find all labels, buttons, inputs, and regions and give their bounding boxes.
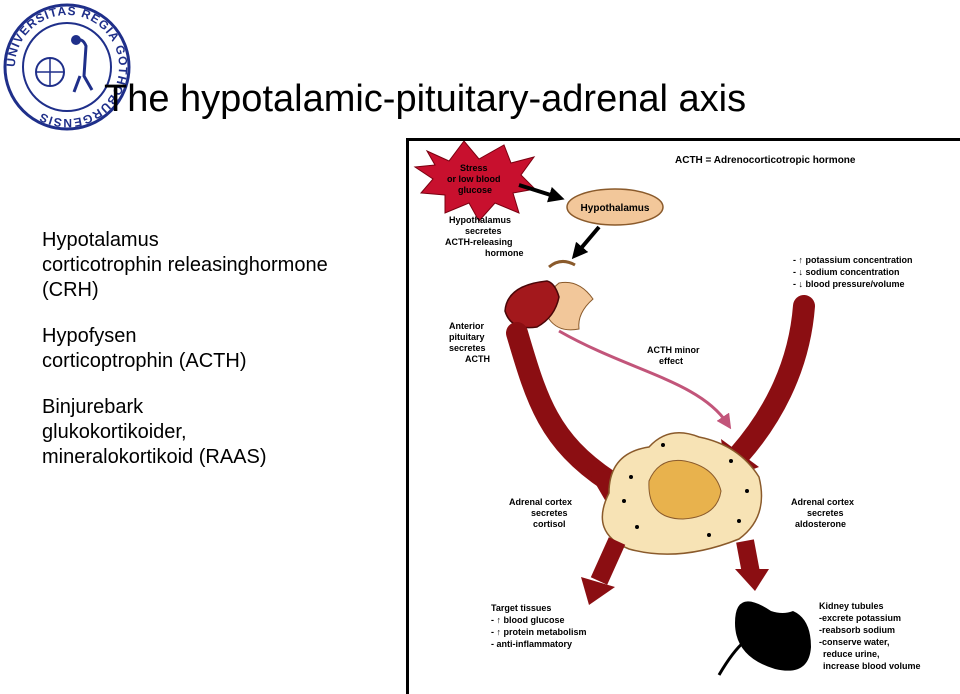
acth-blood-arrow	[506, 322, 620, 492]
trigger-3: - ↓ blood pressure/volume	[793, 279, 905, 289]
ant-pit-3: secretes	[449, 343, 486, 353]
hypo-secretes-3: ACTH-releasing	[445, 237, 513, 247]
svg-text:Anterior pituitary sec: Anterior pituitary secretes ACTH	[449, 321, 490, 364]
ant-pit-4: ACTH	[465, 354, 490, 364]
svg-text:Kidney tubules -excrete po: Kidney tubules -excrete potassium -reabs…	[819, 601, 921, 671]
bullet-heading: Hypotalamus	[42, 229, 159, 251]
svg-text:Hypothalamus secretes: Hypothalamus secretes ACTH-releasing hor…	[445, 215, 524, 258]
stress-label-3: glucose	[458, 185, 492, 195]
bullet-heading: Hypofysen	[42, 325, 137, 347]
acth-minor-2: effect	[659, 356, 683, 366]
adrenal-dots	[622, 443, 749, 537]
bullet-group-pituitary: Hypofysen corticoptrophin (ACTH)	[42, 324, 328, 374]
bullet-heading: Binjurebark	[42, 396, 144, 418]
cortex-cortisol-1: Adrenal cortex	[509, 497, 572, 507]
ant-pit-2: pituitary	[449, 332, 485, 342]
bullet-group-adrenal-cortex: Binjurebark glukokortikoider, mineraloko…	[42, 395, 328, 470]
target-3: - ↑ protein metabolism	[491, 627, 587, 637]
cortex-cortisol-3: cortisol	[533, 519, 566, 529]
hypo-secretes-1: Hypothalamus	[449, 215, 511, 225]
hpa-diagram: Stress or low blood glucose ACTH = Adren…	[413, 141, 921, 676]
svg-text:Target tissues - ↑ blood g: Target tissues - ↑ blood glucose - ↑ pro…	[491, 603, 589, 649]
kidney-3: -reabsorb sodium	[819, 625, 895, 635]
bullet-line: corticotrophin releasinghormone	[42, 254, 328, 276]
hypo-secretes-4: hormone	[485, 248, 524, 258]
kidney-4: -conserve water,	[819, 637, 890, 647]
bullet-line: (CRH)	[42, 279, 99, 301]
stress-arrow	[518, 183, 565, 203]
university-seal: UNIVERSITAS REGIA GOTHOBURGENSIS	[3, 3, 131, 131]
trigger-1: - ↑ potassium concentration	[793, 255, 913, 265]
ant-pit-1: Anterior	[449, 321, 485, 331]
hpa-axis-figure: Stress or low blood glucose ACTH = Adren…	[406, 138, 960, 694]
trigger-2: - ↓ sodium concentration	[793, 267, 900, 277]
kidney-1: Kidney tubules	[819, 601, 884, 611]
bullet-line: corticoptrophin (ACTH)	[42, 350, 247, 372]
stress-burst	[413, 141, 537, 222]
target-2: - ↑ blood glucose	[491, 615, 565, 625]
svg-text:ACTH minor effect: ACTH minor effect	[647, 345, 702, 366]
acth-definition: ACTH = Adrenocorticotropic hormone	[675, 155, 856, 166]
cortisol-arrow	[590, 537, 626, 585]
electrolyte-arrow	[728, 295, 815, 466]
hypothalamus-arrow	[571, 225, 601, 260]
kidney-2: -excrete potassium	[819, 613, 901, 623]
anterior-pituitary	[504, 280, 560, 329]
stress-label-2: or low blood	[447, 174, 501, 184]
bullet-line: glukokortikoider,	[42, 421, 187, 443]
svg-text:Adrenal cortex secretes: Adrenal cortex secretes cortisol	[509, 497, 575, 529]
bullet-list: Hypotalamus corticotrophin releasinghorm…	[42, 228, 328, 491]
acth-minor-1: ACTH minor	[647, 345, 700, 355]
cortex-aldo-2: secretes	[807, 508, 844, 518]
svg-text:Adrenal cortex secretes: Adrenal cortex secretes aldosterone	[791, 497, 857, 529]
stress-label-1: Stress	[460, 163, 488, 173]
hypothalamus-label: Hypothalamus	[581, 203, 650, 214]
hypothalamus-oval	[566, 188, 664, 226]
aldosterone-arrow	[736, 539, 760, 575]
kidney-6: increase blood volume	[823, 661, 921, 671]
target-1: Target tissues	[491, 603, 551, 613]
target-4: - anti-inflammatory	[491, 639, 572, 649]
cortex-cortisol-2: secretes	[531, 508, 568, 518]
kidney-5: reduce urine,	[823, 649, 880, 659]
cortex-aldo-1: Adrenal cortex	[791, 497, 854, 507]
bullet-line: mineralokortikoid (RAAS)	[42, 446, 267, 468]
kidney-shape	[735, 601, 811, 671]
hypo-secretes-2: secretes	[465, 226, 502, 236]
adrenal-medulla	[648, 459, 722, 520]
acth-minor-arrow	[558, 329, 732, 430]
slide-title: The hypotalamic-pituitary-adrenal axis	[104, 78, 747, 120]
cortex-aldo-3: aldosterone	[795, 519, 846, 529]
svg-text:Stress or low blood gl: Stress or low blood glucose	[447, 163, 503, 195]
svg-text:- ↑ potassium concentration: - ↑ potassium concentration - ↓ sodium c…	[793, 255, 915, 289]
bullet-group-hypothalamus: Hypotalamus corticotrophin releasinghorm…	[42, 228, 328, 303]
